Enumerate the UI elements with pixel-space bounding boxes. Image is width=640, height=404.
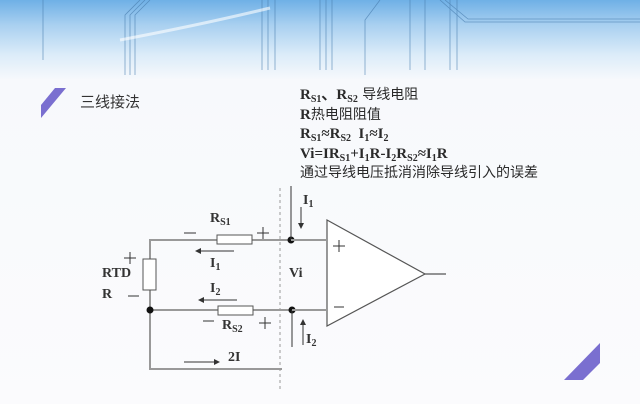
slide-title: 三线接法: [80, 93, 141, 111]
label-i2: I2: [306, 332, 317, 349]
label-r: R: [102, 287, 113, 302]
op-amp: [326, 218, 427, 327]
note-conclusion: 通过导线电压抵消消除导线引入的误差: [300, 165, 538, 181]
label-rtd: RTD: [102, 266, 132, 281]
label-rs1: RS1: [210, 211, 231, 228]
note-wire-resistance: RS1、RS2 导线电阻: [300, 87, 419, 105]
rs1-resistor: [216, 234, 253, 245]
label-i2-loop: I2: [210, 281, 221, 298]
accent-shape-top: [41, 88, 66, 118]
label-2i: 2I: [228, 350, 241, 365]
rs2-resistor: [217, 305, 254, 316]
notes-block: RS1、RS2 导线电阻 R热电阻阻值 RS1≈RS2 I1≈I2 Vi=IRS…: [300, 86, 538, 184]
label-i1: I1: [303, 193, 314, 210]
accent-shape-bottom: [564, 343, 600, 380]
label-vi: Vi: [289, 266, 303, 281]
note-rtd-value: R热电阻阻值: [300, 106, 381, 123]
label-rs2: RS2: [222, 318, 243, 335]
note-vi-equation: Vi=IRS1+I1R-I2RS2≈I1R: [300, 145, 448, 164]
label-i1-loop: I1: [210, 256, 221, 273]
junction-dot: [146, 306, 154, 314]
rtd-resistor: [142, 258, 157, 291]
note-approximation: RS1≈RS2 I1≈I2: [300, 126, 389, 144]
